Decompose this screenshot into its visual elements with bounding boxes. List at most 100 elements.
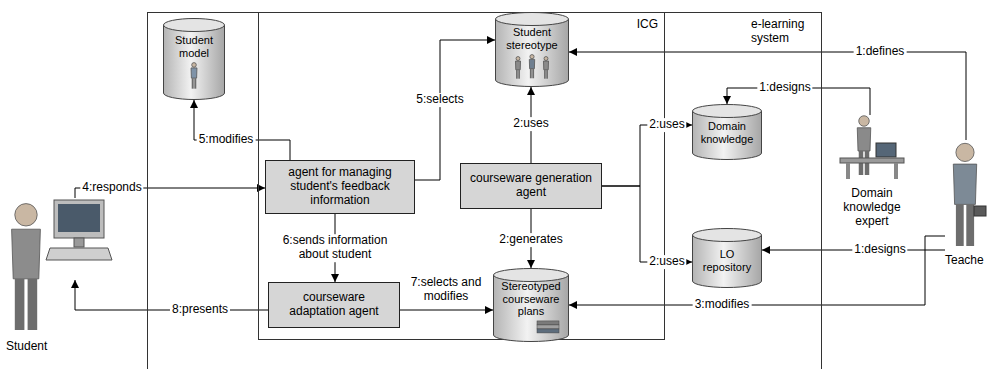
monitor-screen (58, 204, 100, 232)
boundary-label: ICG (265, 18, 658, 32)
node-label: LO repository (692, 248, 762, 273)
actor-icon (2, 198, 112, 280)
figure-leg (544, 70, 546, 79)
figure-leg (956, 204, 964, 246)
system-boundary: Student stereotype agent for managing stu… (147, 12, 822, 369)
boundary-label: e-learning system (751, 18, 815, 46)
cylinder-body (496, 19, 569, 87)
figure-body (857, 128, 871, 151)
connector-label: 7:selects and modifies (408, 276, 484, 304)
connector-arrow (569, 52, 966, 140)
node-label: courseware generation agent (466, 172, 596, 200)
briefcase (974, 206, 986, 216)
keyboard (46, 248, 112, 260)
figure-leg (532, 69, 534, 79)
cylinder-top (164, 19, 225, 32)
connector-arrow (602, 125, 692, 186)
connector-label: 8:presents (170, 303, 230, 317)
figure-leg (15, 279, 25, 330)
connector-label: 1:defines (854, 45, 907, 59)
figure-head (530, 55, 534, 59)
monitor (54, 200, 104, 238)
cylinder-icon (515, 55, 548, 79)
connector-label: 2:uses (647, 255, 686, 269)
laptop (876, 143, 896, 157)
figure-body (12, 229, 41, 279)
book-icon (537, 321, 559, 325)
node-label: courseware adaptation agent (274, 291, 394, 319)
figure-leg (546, 70, 548, 79)
actor-icon (838, 115, 906, 185)
cylinder-top (494, 269, 569, 282)
database-cylinder: LO repository (692, 228, 762, 288)
cylinder-top (496, 13, 569, 26)
agent-box: courseware generation agent (460, 163, 602, 209)
connector-arrow (194, 100, 290, 160)
cylinder-shape (163, 18, 225, 100)
cylinder-top (693, 105, 762, 118)
figure-head (956, 143, 974, 161)
cylinder-shape (493, 268, 569, 342)
figure-leg (194, 78, 196, 89)
figure-leg (28, 279, 38, 330)
connector-arrow (569, 236, 945, 305)
actor-icon (945, 140, 987, 252)
figure-head (516, 57, 520, 61)
connector-label: 3:modifies (693, 298, 752, 312)
figure-leg (530, 69, 532, 79)
actor-label: Domain knowledge expert (838, 187, 906, 228)
database-cylinder: Domain knowledge (692, 104, 762, 160)
desk-leg (894, 163, 898, 179)
connector-label: 5:selects (414, 93, 465, 107)
figure-leg (518, 70, 520, 79)
connector-arrow (602, 186, 692, 262)
monitor-stand (74, 238, 84, 247)
actor-label: Teache (945, 254, 989, 268)
figure-head (859, 116, 870, 127)
cylinder-icon (191, 63, 197, 89)
node-label: Stereotyped courseware plans (493, 280, 569, 318)
figure-body (191, 68, 197, 78)
actor-label: Student (6, 340, 66, 354)
figure-head (544, 57, 548, 61)
agent-box: agent for managing student's feedback in… (265, 160, 415, 214)
cylinder-body (693, 235, 762, 288)
figure-body (543, 61, 548, 70)
figure-leg (192, 78, 194, 89)
figure-head (192, 63, 197, 68)
agent-box: courseware adaptation agent (268, 282, 400, 328)
actor-figure: Domain knowledge expert (838, 115, 906, 185)
connector-label: 1:designs (757, 81, 812, 95)
cylinder-body (693, 111, 762, 160)
database-cylinder: Stereotyped courseware plans (493, 268, 569, 342)
cylinder-icon (537, 321, 559, 333)
connector-arrow (415, 40, 495, 180)
figure-head (15, 204, 37, 226)
cylinder-body (164, 25, 225, 100)
cylinder-top (693, 229, 762, 242)
connector-label: 1:designs (852, 243, 907, 257)
connector-label: 2:generates (497, 233, 564, 247)
desk-leg (846, 163, 850, 179)
book-icon (537, 325, 559, 329)
node-label: Domain knowledge (692, 120, 762, 145)
figure-leg (966, 204, 974, 246)
connector-label: 2:uses (647, 118, 686, 132)
figure-body (515, 61, 520, 70)
connector-label: 6:sends information about student (274, 234, 396, 262)
node-label: Student stereotype (495, 26, 569, 51)
node-label: agent for managing student's feedback in… (271, 166, 409, 207)
figure-body (529, 59, 534, 68)
database-cylinder: Student model (163, 18, 225, 100)
cylinder-body (494, 275, 569, 342)
connector-label: 2:uses (511, 117, 550, 131)
desk (840, 158, 904, 163)
connector-label: 4:responds (80, 181, 143, 195)
figure-leg (516, 70, 518, 79)
actor-figure: Teache (945, 140, 987, 252)
connector-arrow (400, 310, 493, 311)
figure-body (953, 164, 976, 204)
database-cylinder: Student stereotype (495, 12, 569, 87)
book-icon (537, 329, 559, 333)
